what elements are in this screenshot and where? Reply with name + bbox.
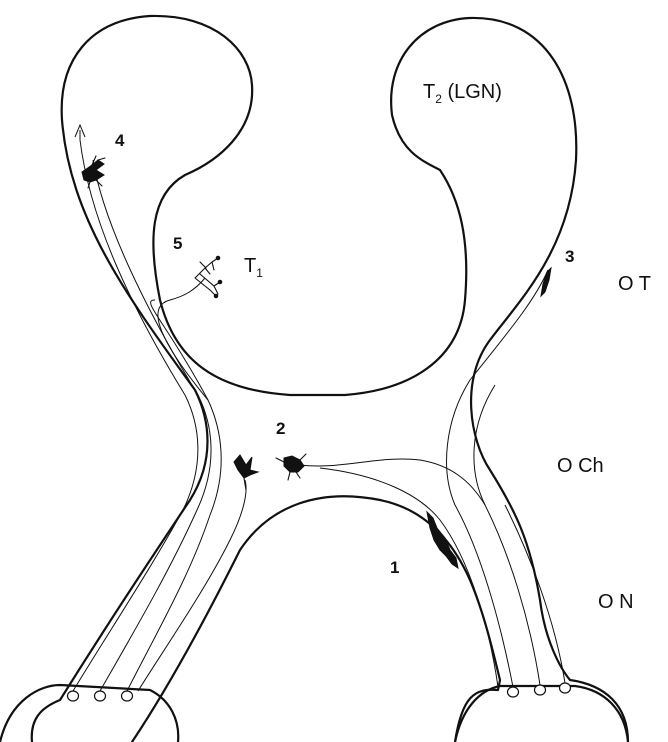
fiber-5-to-t1 bbox=[158, 278, 208, 400]
neuron-2a bbox=[234, 455, 258, 478]
neuron-5-arbor bbox=[195, 258, 220, 296]
och-label: O Ch bbox=[557, 455, 604, 477]
left-soma-1 bbox=[68, 691, 79, 701]
left-fiber-2 bbox=[93, 160, 211, 691]
number-1: 1 bbox=[390, 558, 399, 577]
neuron-5-tip-2 bbox=[218, 280, 222, 284]
left-soma-3 bbox=[122, 691, 133, 701]
right-fiber-4 bbox=[320, 468, 498, 687]
neuron-5-tip-3 bbox=[214, 294, 218, 298]
t2-label: T2 (LGN) bbox=[423, 81, 502, 106]
number-4: 4 bbox=[115, 131, 125, 150]
on-label: O N bbox=[598, 591, 634, 613]
left-fiber-1 bbox=[73, 140, 198, 691]
ot-label: O T bbox=[618, 273, 651, 295]
t1-label: T1 bbox=[244, 255, 263, 280]
right-fiber-1 bbox=[447, 270, 548, 687]
right-fiber-2 bbox=[474, 385, 540, 685]
right-soma-2 bbox=[535, 685, 546, 695]
chiasm-inner-arch bbox=[132, 496, 500, 742]
neuron-5-tip-1 bbox=[216, 256, 220, 260]
number-5: 5 bbox=[173, 234, 182, 253]
left-fiber-3 bbox=[127, 300, 221, 691]
number-2: 2 bbox=[276, 419, 285, 438]
right-soma-3 bbox=[560, 683, 571, 693]
pathway-outline bbox=[32, 16, 628, 742]
right-soma-1 bbox=[508, 687, 519, 697]
left-soma-2 bbox=[95, 691, 106, 701]
left-fiber-4 bbox=[138, 480, 246, 691]
number-3: 3 bbox=[565, 247, 574, 266]
